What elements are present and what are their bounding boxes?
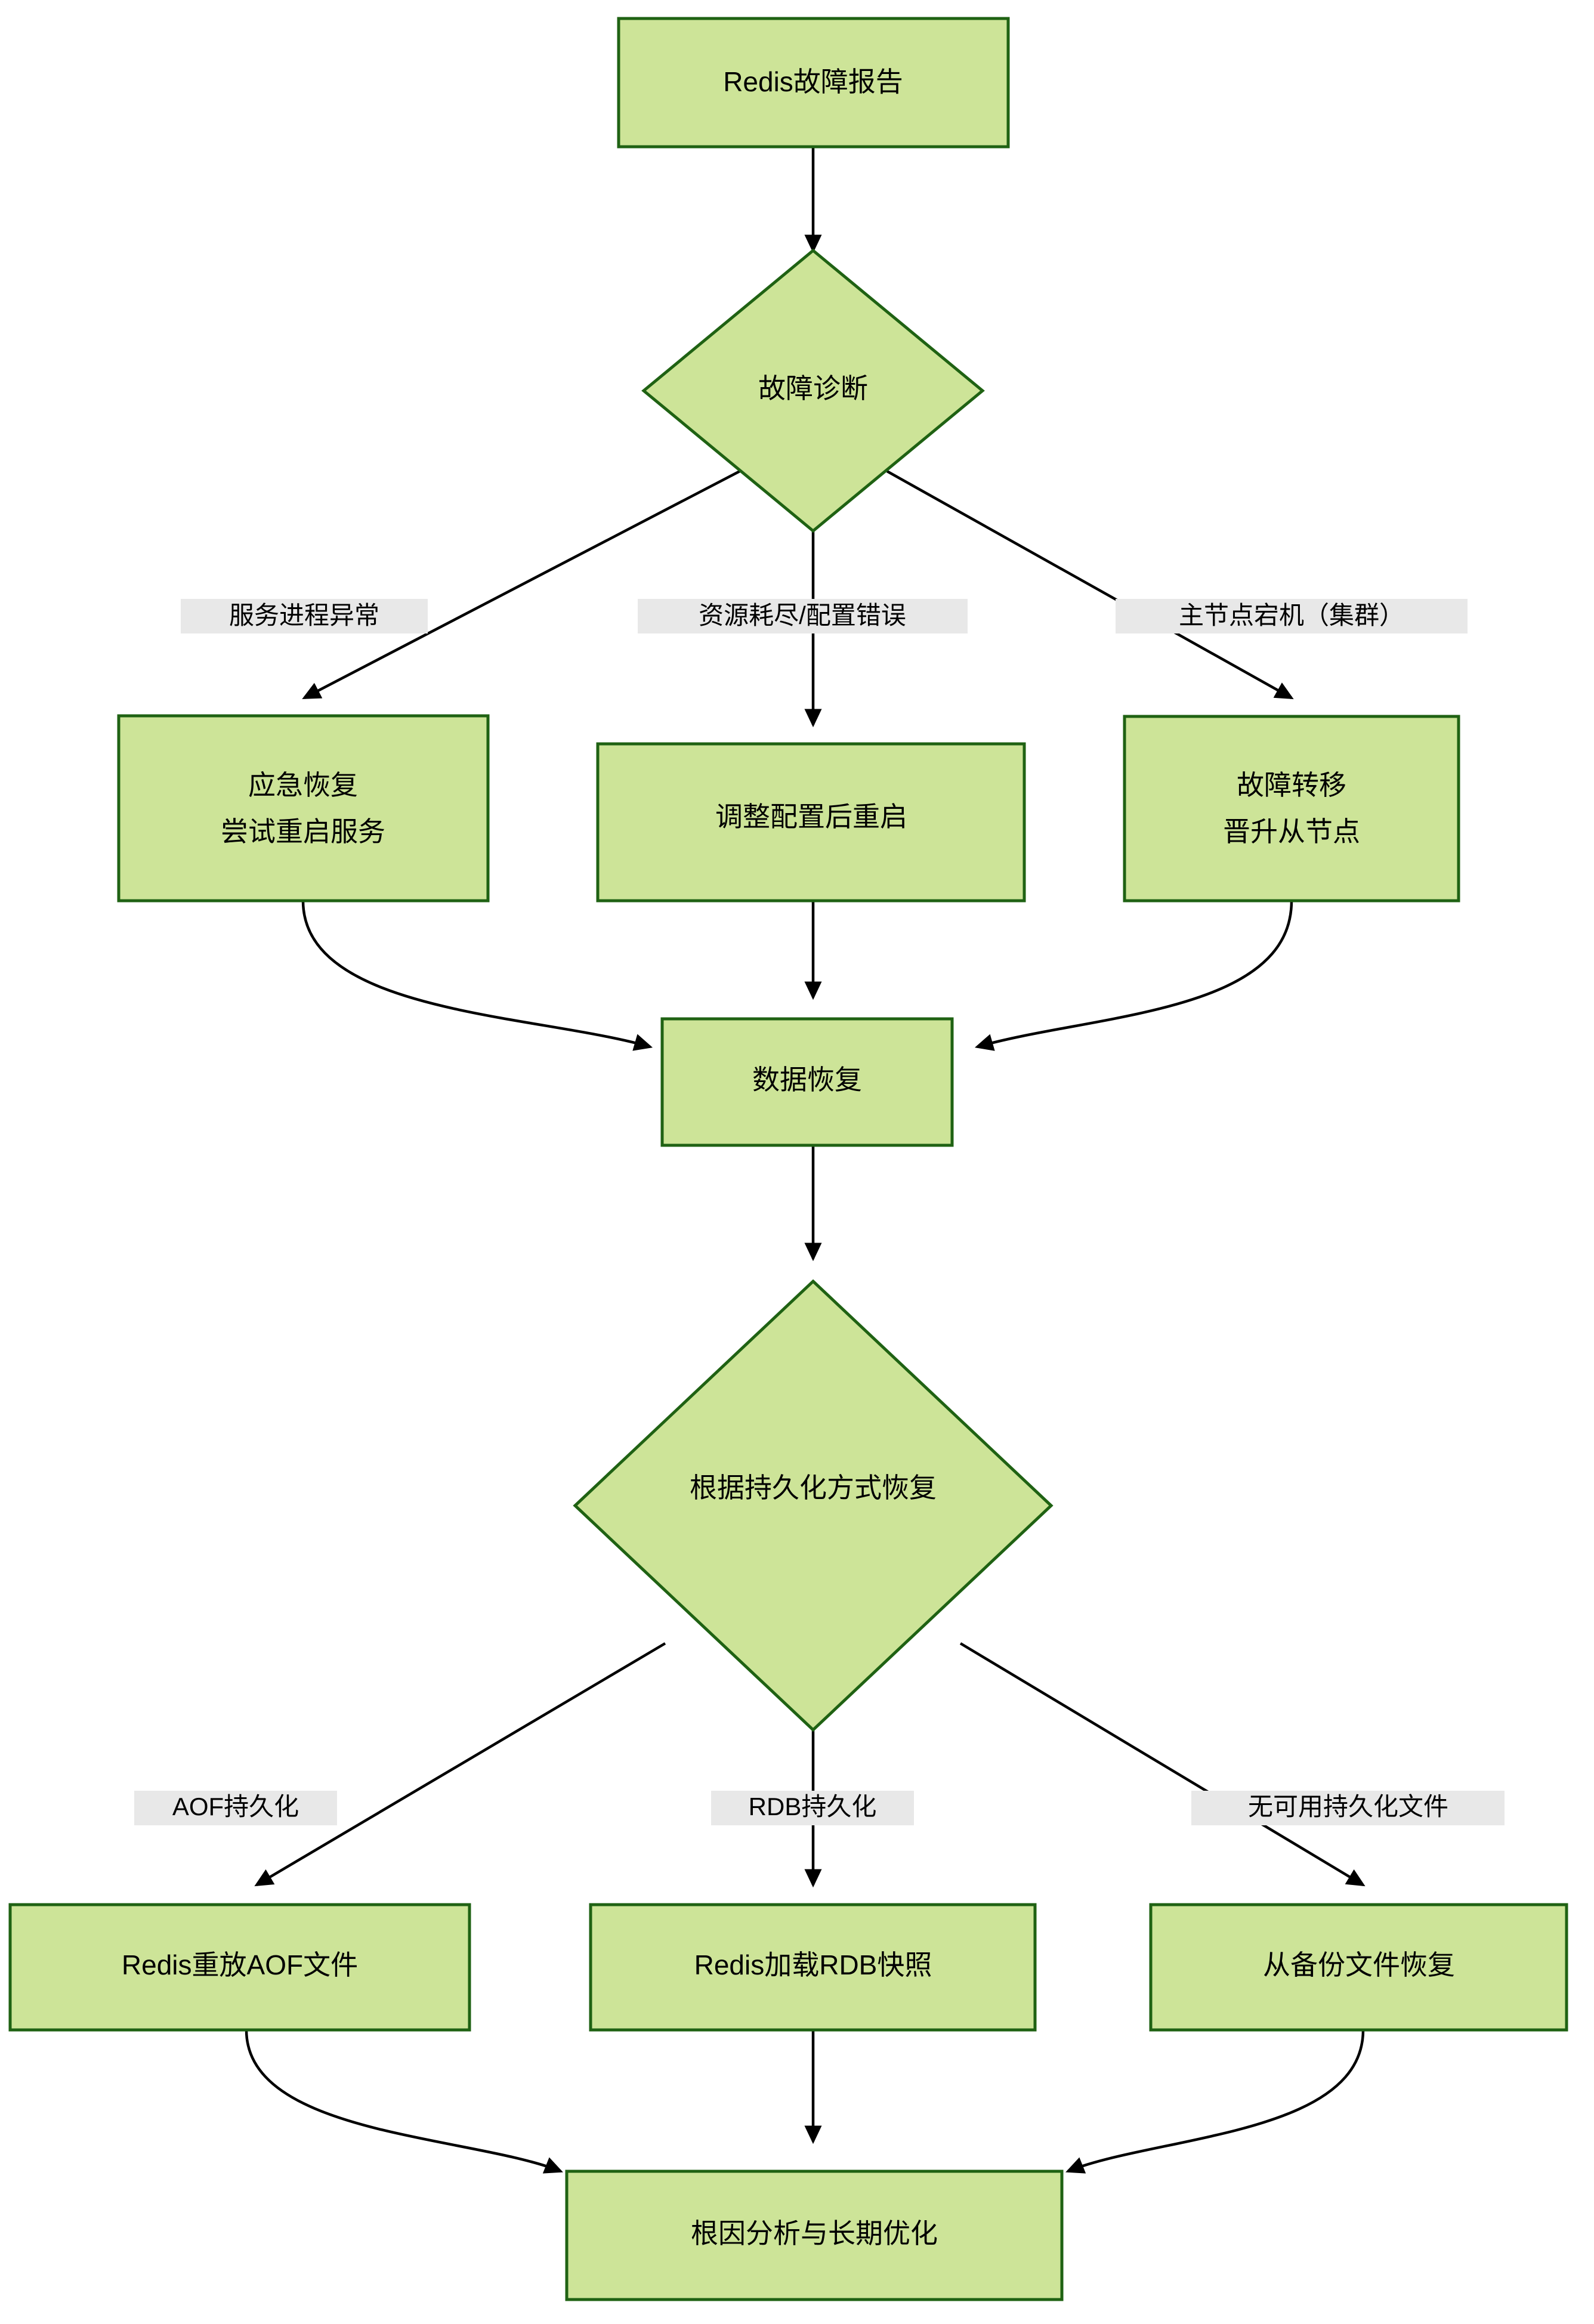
- node-data-recovery[interactable]: 数据恢复: [660, 1017, 954, 1147]
- node-root-cause-analysis[interactable]: 根因分析与长期优化: [565, 2170, 1064, 2301]
- node-label-root-cause-analysis: 根因分析与长期优化: [691, 2218, 938, 2249]
- node-label-persistence-decision: 根据持久化方式恢复: [690, 1472, 937, 1503]
- node-label-fault-diagnosis: 故障诊断: [758, 373, 868, 404]
- edge-failover-to-datarecovery: [974, 900, 1293, 1051]
- node-backup-restore[interactable]: 从备份文件恢复: [1149, 1903, 1568, 2032]
- node-label-failover-line2: 晋升从节点: [1223, 816, 1360, 847]
- edge-label-master-down-cluster: 主节点宕机（集群）: [1116, 599, 1468, 633]
- node-label-emergency-recovery-line1: 应急恢复: [248, 769, 358, 801]
- node-label-aof-replay: Redis重放AOF文件: [122, 1949, 358, 1980]
- edge-backup-to-rootcause: [1065, 2029, 1365, 2174]
- node-failover-promote[interactable]: 故障转移 晋升从节点: [1123, 715, 1460, 903]
- node-label-data-recovery: 数据恢复: [752, 1064, 862, 1095]
- node-label-failover-line1: 故障转移: [1237, 769, 1346, 801]
- edge-label-text-service-process-abnormal: 服务进程异常: [229, 601, 379, 629]
- edge-aof-to-rootcause: [245, 2029, 563, 2174]
- node-label-emergency-recovery-line2: 尝试重启服务: [221, 816, 385, 847]
- node-label-redis-fault-report: Redis故障报告: [723, 66, 903, 97]
- edge-persist-to-backup: [959, 1642, 1366, 1887]
- edge-label-text-rdb-persistence: RDB持久化: [749, 1793, 877, 1821]
- edge-label-aof-persistence: AOF持久化: [134, 1791, 337, 1825]
- node-aof-replay[interactable]: Redis重放AOF文件: [8, 1903, 471, 2032]
- node-label-reconfigure-restart: 调整配置后重启: [715, 801, 907, 832]
- edge-label-no-persistence-file: 无可用持久化文件: [1191, 1791, 1505, 1825]
- edge-label-resource-exhaustion: 资源耗尽/配置错误: [638, 599, 968, 633]
- node-label-backup-restore: 从备份文件恢复: [1263, 1949, 1455, 1980]
- node-rdb-load[interactable]: Redis加载RDB快照: [589, 1903, 1037, 2032]
- node-persistence-decision[interactable]: 根据持久化方式恢复: [573, 1279, 1054, 1732]
- edge-diagnose-to-failover: [886, 470, 1294, 700]
- edge-label-text-no-persistence-file: 无可用持久化文件: [1248, 1793, 1448, 1821]
- edge-emergency-to-datarecovery: [301, 900, 653, 1051]
- node-redis-fault-report[interactable]: Redis故障报告: [617, 17, 1010, 149]
- node-emergency-recovery[interactable]: 应急恢复 尝试重启服务: [117, 714, 490, 903]
- edge-diagnose-to-emergency: [302, 470, 741, 699]
- edge-label-service-process-abnormal: 服务进程异常: [181, 599, 428, 633]
- node-fault-diagnosis[interactable]: 故障诊断: [641, 248, 985, 533]
- edge-label-rdb-persistence: RDB持久化: [711, 1791, 914, 1825]
- edge-persist-to-aof: [254, 1642, 666, 1887]
- node-reconfigure-restart[interactable]: 调整配置后重启: [596, 742, 1026, 903]
- node-label-rdb-load: Redis加载RDB快照: [694, 1949, 932, 1980]
- edge-label-text-aof-persistence: AOF持久化: [172, 1793, 299, 1821]
- edge-label-text-master-down-cluster: 主节点宕机（集群）: [1179, 601, 1404, 629]
- edge-label-text-resource-exhaustion: 资源耗尽/配置错误: [699, 601, 906, 629]
